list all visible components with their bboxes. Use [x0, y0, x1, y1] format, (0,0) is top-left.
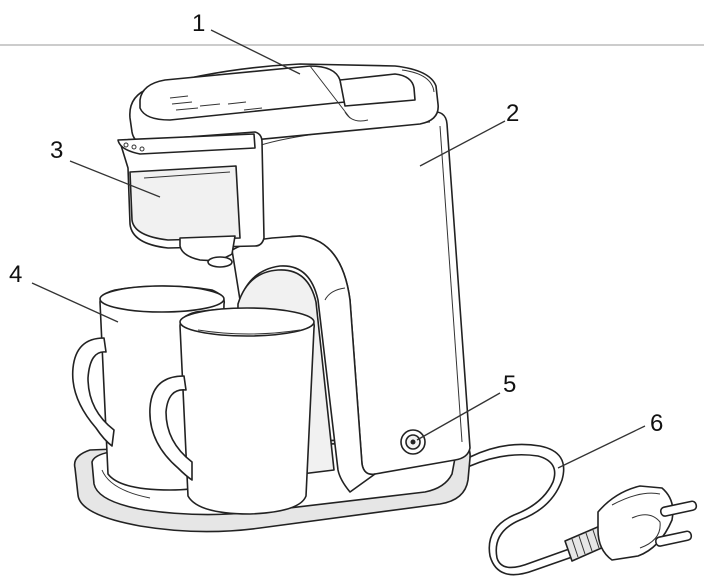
callout-3: 3: [50, 137, 63, 164]
callout-1: 1: [192, 10, 205, 37]
leader-6: [557, 425, 646, 469]
leader-4: [31, 282, 119, 323]
callout-2: 2: [506, 100, 519, 127]
power-switch: [400, 429, 426, 455]
callout-6: 6: [650, 410, 663, 437]
power-plug: [564, 485, 698, 562]
callout-5: 5: [503, 371, 516, 398]
leader-3: [69, 160, 161, 198]
leader-5: [416, 392, 501, 441]
leader-2: [419, 120, 506, 167]
power-cord: [469, 443, 576, 576]
cup-right: [149, 307, 316, 515]
lid-vent-slots: [169, 95, 263, 111]
leader-1: [210, 29, 301, 75]
filter-holder: [117, 131, 265, 268]
callout-4: 4: [9, 261, 22, 288]
lid: [129, 63, 439, 149]
